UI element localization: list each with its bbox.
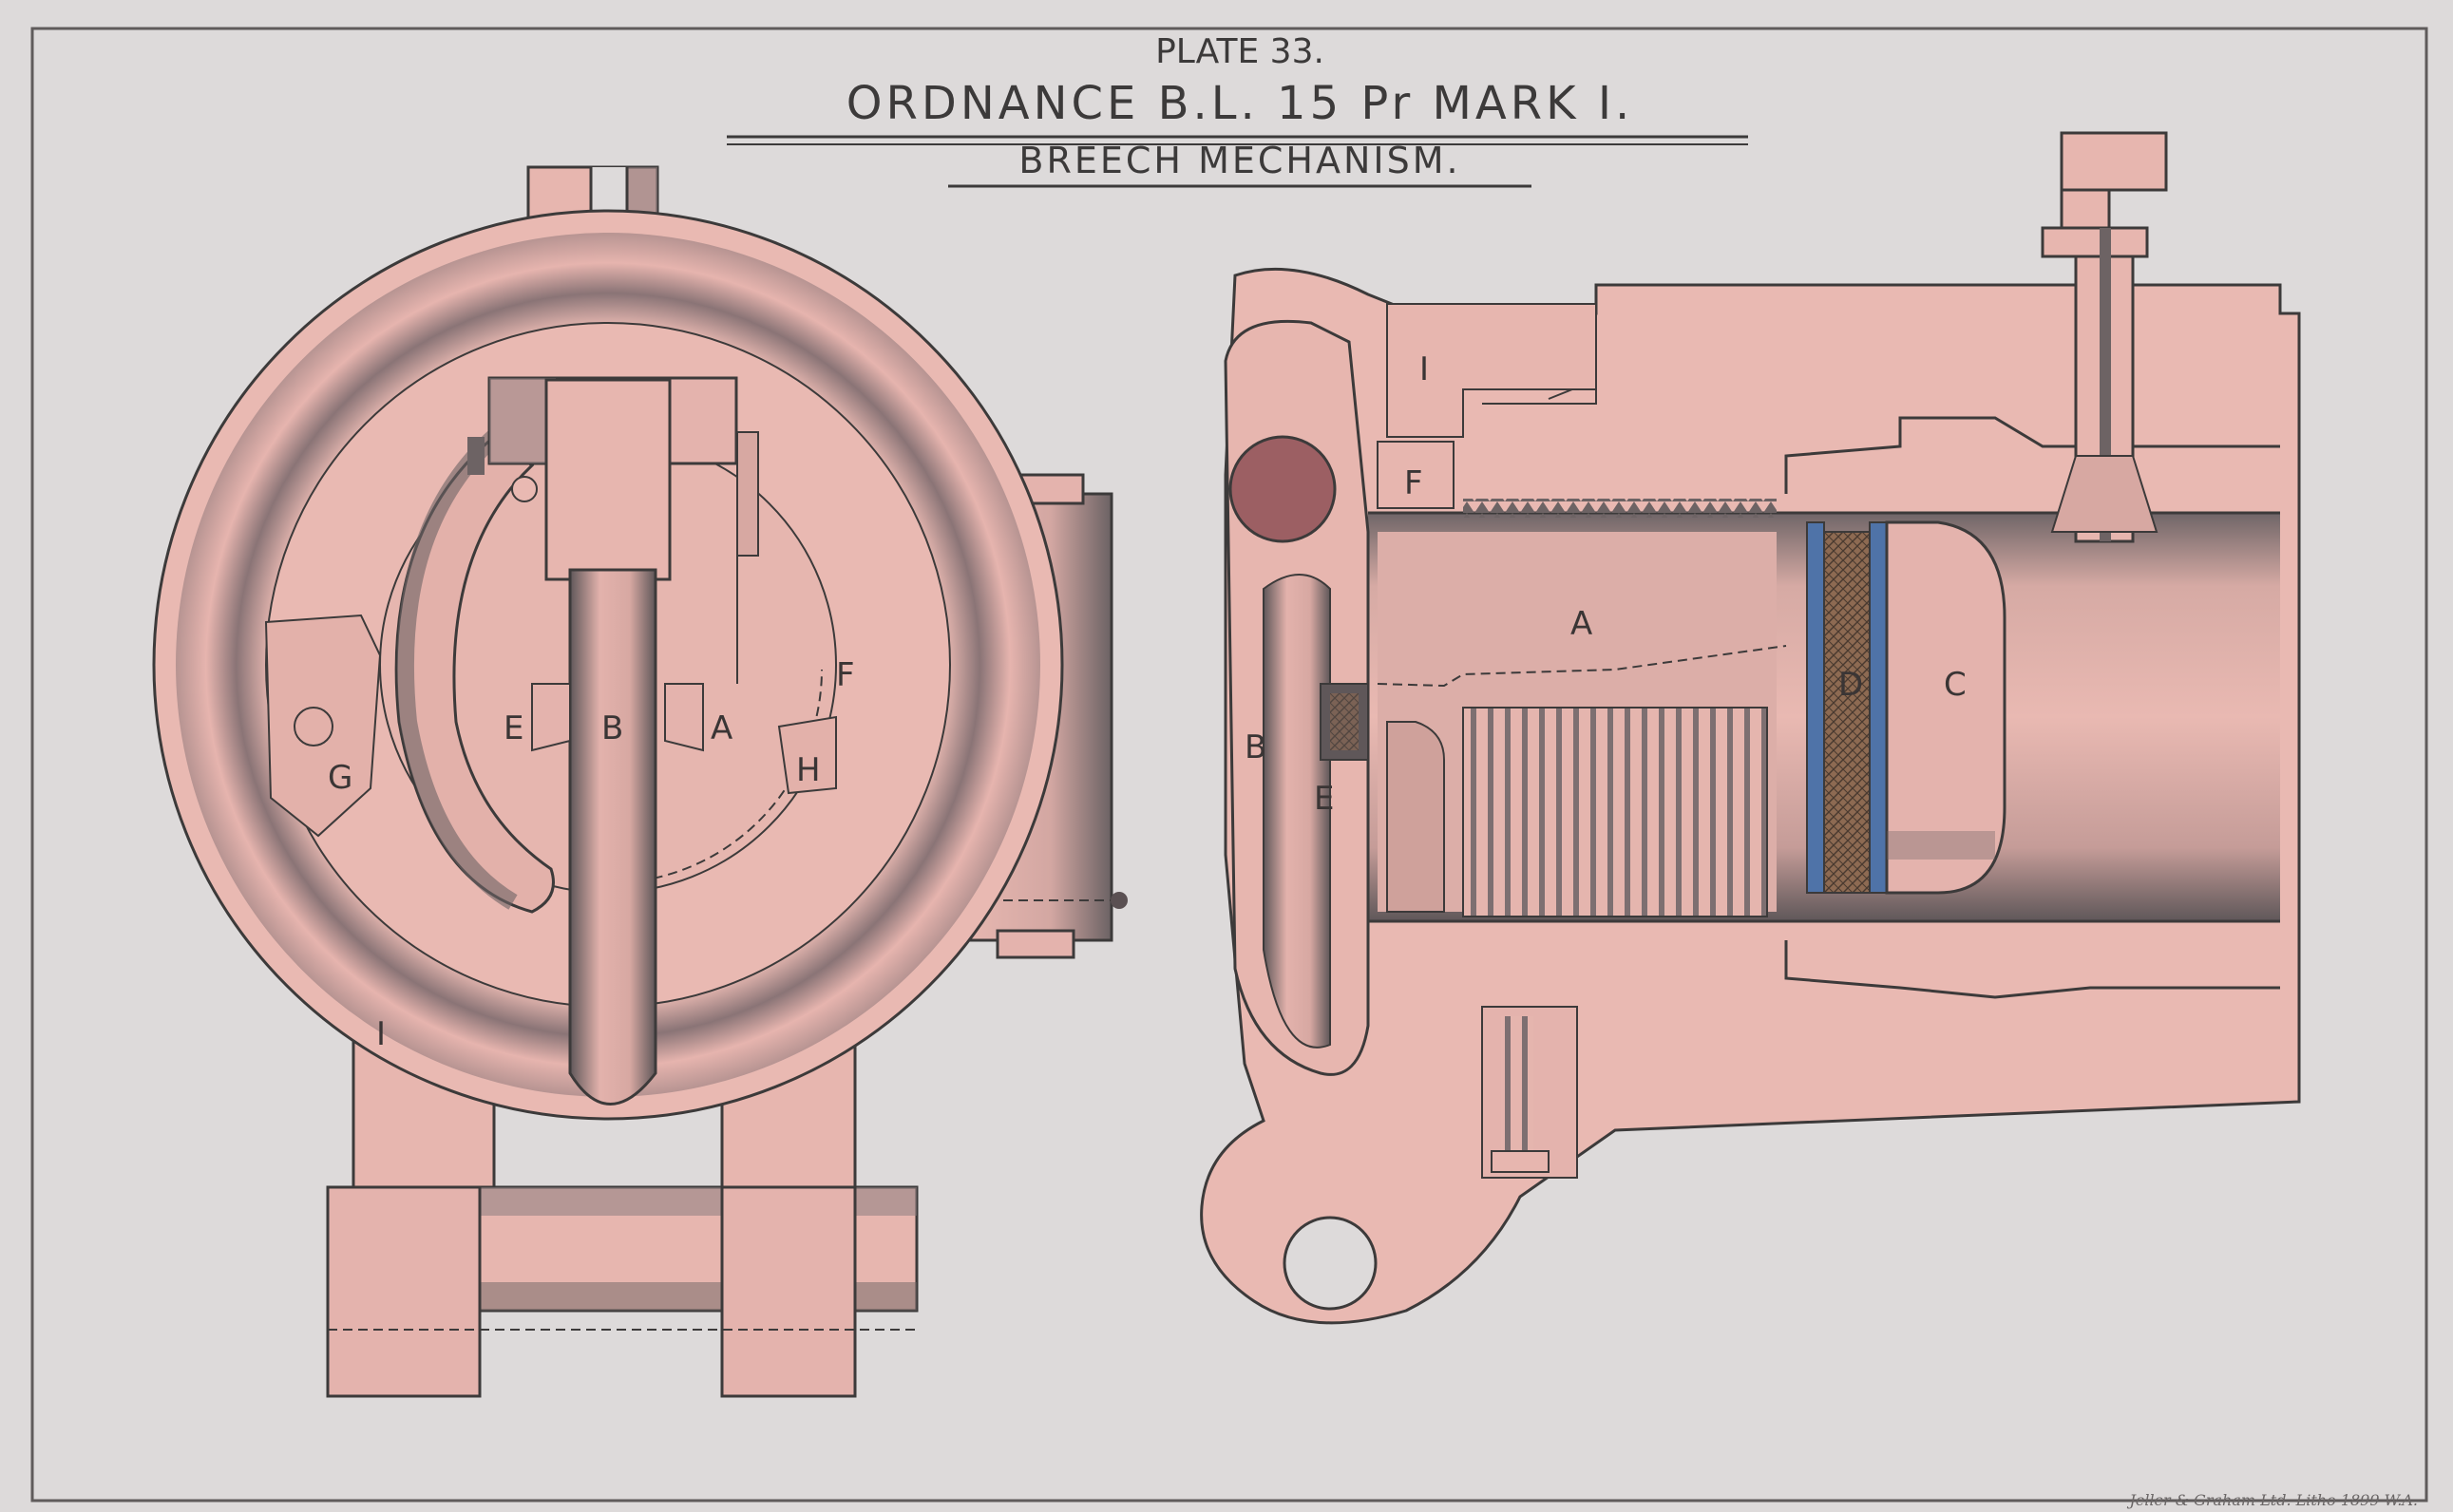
sect-label-i: I [1419, 350, 1429, 388]
sect-label-a: A [1570, 605, 1592, 643]
end-label-a: A [711, 709, 732, 747]
plate-subtitle: BREECH MECHANISM. [1018, 140, 1460, 181]
end-label-i: I [376, 1015, 386, 1053]
block-threads [1462, 707, 1768, 917]
mushroom-head [1885, 520, 2006, 895]
sect-label-e: E [1314, 780, 1334, 818]
printer-imprint: Jeller & Graham Ltd. Litho 1899 W.A. [2126, 1491, 2418, 1509]
sect-label-c: C [1944, 666, 1967, 704]
plate-title: ORDNANCE B.L. 15 Pr MARK I. [846, 77, 1633, 130]
end-label-f: F [836, 656, 855, 694]
obturator-pad [1823, 531, 1871, 894]
sect-label-b: B [1245, 728, 1266, 766]
end-label-h: H [796, 751, 821, 789]
end-view: E B A F G H I [152, 165, 1128, 1398]
hinge-pin-red [1228, 435, 1337, 543]
end-label-g: G [328, 759, 352, 797]
end-label-e: E [504, 709, 523, 747]
end-label-b: B [601, 709, 623, 747]
lever-handle [568, 568, 657, 1106]
pad-blue-right [1869, 521, 1888, 894]
lug-hole [1283, 1216, 1378, 1311]
section-view: A B C D E F I [1200, 131, 2301, 1325]
plate-number: PLATE 33. [1155, 32, 1324, 71]
plate-border [30, 27, 2428, 1503]
pad-blue-left [1806, 521, 1825, 894]
carrier-lever [1263, 574, 1331, 1049]
sect-label-f: F [1404, 464, 1423, 502]
sect-label-d: D [1838, 666, 1863, 704]
